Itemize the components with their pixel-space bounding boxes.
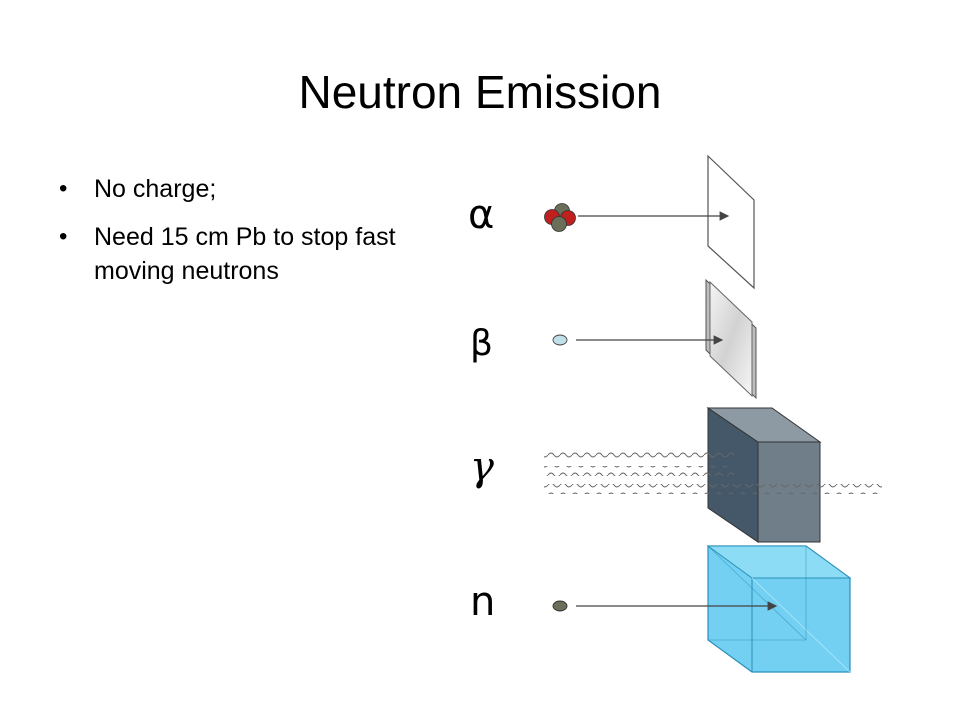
beta-particle-icon bbox=[552, 334, 568, 346]
neutron-particle-icon bbox=[552, 600, 568, 612]
bullet-list: • No charge; • Need 15 cm Pb to stop fas… bbox=[56, 172, 456, 302]
gamma-label: γ bbox=[470, 444, 494, 490]
paper-sheet bbox=[707, 154, 755, 290]
water-block bbox=[706, 545, 852, 673]
diagram-svg: α β γ n bbox=[468, 154, 882, 673]
neutron-label: n bbox=[470, 579, 495, 625]
gamma-waves bbox=[544, 448, 882, 494]
bullet-text: Need 15 cm Pb to stop fast moving neutro… bbox=[94, 223, 396, 285]
alpha-label: α bbox=[468, 192, 494, 238]
bullet-item-lead-shielding: • Need 15 cm Pb to stop fast moving neut… bbox=[56, 220, 456, 288]
beta-label: β bbox=[470, 323, 493, 364]
bullet-dot-icon: • bbox=[59, 175, 68, 202]
bullet-text: No charge; bbox=[94, 175, 217, 203]
alpha-particle-icon bbox=[544, 203, 576, 232]
bullet-item-no-charge: • No charge; bbox=[56, 172, 456, 206]
slide-title: Neutron Emission bbox=[298, 66, 662, 118]
aluminium-sheet bbox=[709, 280, 753, 398]
bullet-dot-icon: • bbox=[59, 223, 68, 250]
radiation-penetration-diagram: α β γ n bbox=[440, 150, 900, 690]
